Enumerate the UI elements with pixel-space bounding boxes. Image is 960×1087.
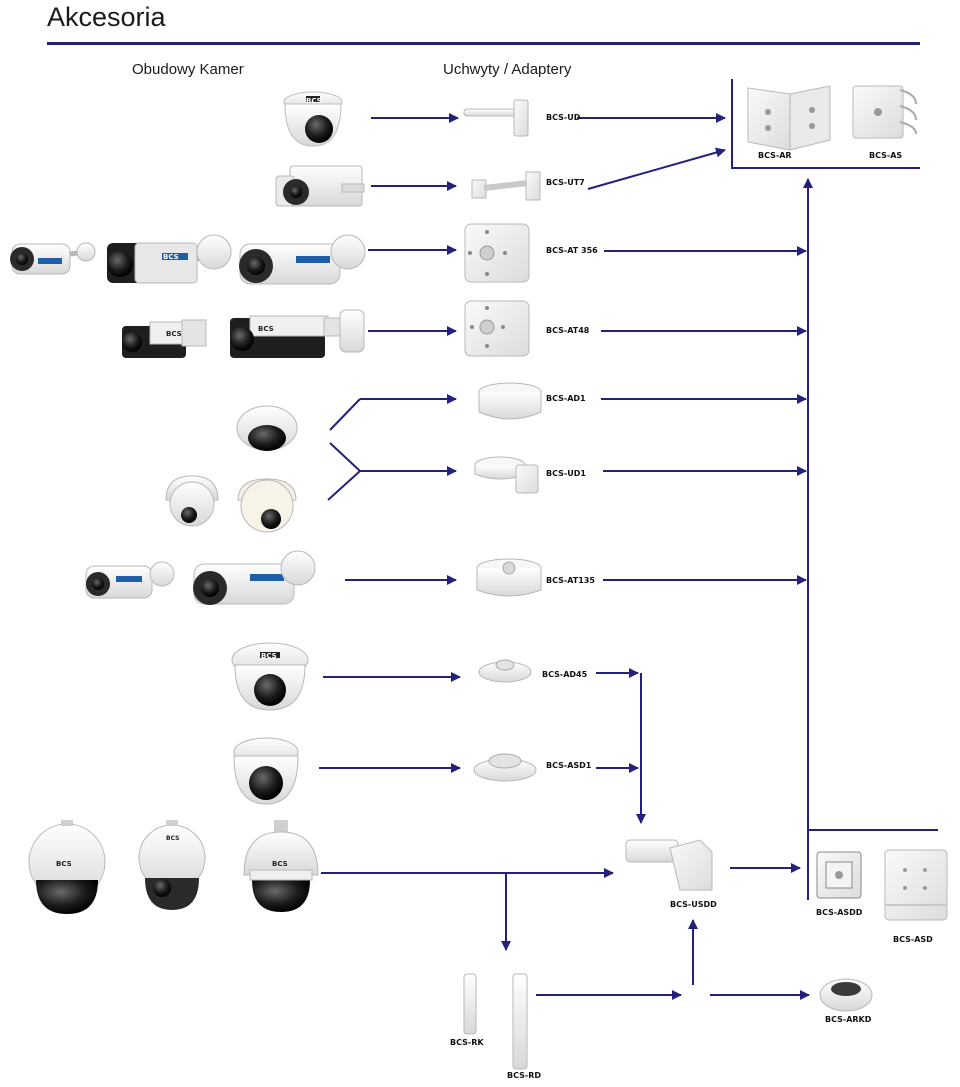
title-rule (47, 42, 920, 45)
label-bcs-rd: BCS-RD (507, 1071, 541, 1080)
accessory-bcs-asd1 (473, 753, 537, 782)
brand-bullet-row3-2: BCS (163, 253, 179, 261)
dome-camera-1 (283, 91, 343, 147)
bullet-camera-row3-1 (10, 242, 96, 275)
brand-dome-1: BCS (306, 97, 322, 105)
accessory-bcs-arkd (819, 978, 873, 1012)
camera-brand-tags: BCS BCS BCS BCS BCS BCS BCS BCS (56, 97, 322, 868)
label-bcs-ad45: BCS-AD45 (542, 670, 588, 679)
accessory-bcs-ut7 (471, 171, 541, 201)
bullet-camera-row7-2 (193, 550, 316, 605)
accessory-bcs-ar (747, 85, 831, 151)
label-bcs-at135: BCS-AT135 (546, 576, 595, 585)
brand-bullet-row4-2: BCS (258, 325, 274, 333)
accessory-bcs-ud1 (474, 456, 539, 494)
brand-ptz-2: BCS (166, 835, 179, 842)
accessory-bcs-at356 (464, 223, 530, 283)
mounts-column-header: Uchwyty / Adaptery (443, 61, 572, 78)
ptz-camera-1 (28, 820, 106, 914)
label-bcs-ud: BCS-UD (546, 113, 581, 122)
pole-bracket-frame (731, 79, 920, 169)
accessory-bcs-asdd (816, 851, 862, 899)
accessory-bcs-at135 (476, 558, 542, 597)
connectors (319, 113, 813, 1000)
label-bcs-as: BCS-AS (869, 151, 902, 160)
accessory-bcs-usdd (625, 839, 713, 891)
bullet-camera-row3-2 (107, 234, 232, 284)
page-title: Akcesoria (47, 2, 166, 32)
brand-ptz-1: BCS (56, 860, 72, 868)
eyeball-dome-camera-1 (165, 475, 219, 527)
label-bcs-at48: BCS-AT48 (546, 326, 590, 335)
brand-bullet-row4-1: BCS (166, 330, 182, 338)
label-bcs-usdd: BCS-USDD (670, 900, 717, 909)
label-bcs-asd: BCS-ASD (893, 935, 933, 944)
accessory-bcs-ad1 (478, 382, 542, 420)
eyeball-dome-camera-2 (237, 478, 297, 533)
ptz-camera-3 (243, 820, 319, 912)
label-bcs-ud1: BCS-UD1 (546, 469, 586, 478)
label-bcs-asdd: BCS-ASDD (816, 908, 863, 917)
accessory-labels: BCS-UD BCS-UT7 BCS-AT 356 BCS-AT48 BCS-A… (450, 113, 933, 1080)
accessory-bcs-rk (463, 973, 477, 1035)
box-camera-housing (275, 165, 365, 207)
bullet-camera-row3-3 (239, 234, 366, 285)
label-bcs-ar: BCS-AR (758, 151, 792, 160)
brand-vandal-dome-1: BCS (261, 652, 277, 660)
label-bcs-arkd: BCS-ARKD (825, 1015, 872, 1024)
label-bcs-rk: BCS-RK (450, 1038, 484, 1047)
accessory-bcs-rd (512, 973, 528, 1070)
accessory-bcs-asd (884, 849, 948, 921)
vandal-dome-camera-2 (233, 737, 299, 805)
brand-ptz-3: BCS (272, 860, 288, 868)
accessory-bcs-as (852, 85, 917, 139)
accessory-bcs-ad45 (478, 659, 532, 683)
bullet-camera-row7-1 (85, 561, 175, 599)
accessory-bcs-ud (463, 99, 529, 137)
ptz-camera-2 (138, 820, 206, 910)
bullet-camera-row4-2 (230, 309, 365, 358)
mini-dome-camera-1 (236, 405, 298, 451)
accessory-bcs-at48 (464, 300, 530, 357)
bullet-camera-row4-1 (122, 319, 207, 358)
label-bcs-asd1: BCS-ASD1 (546, 761, 592, 770)
cameras-column-header: Obudowy Kamer (132, 61, 244, 78)
vandal-dome-camera-1 (231, 642, 309, 711)
label-bcs-ut7: BCS-UT7 (546, 178, 585, 187)
label-bcs-ad1: BCS-AD1 (546, 394, 586, 403)
label-bcs-at356: BCS-AT 356 (546, 246, 598, 255)
